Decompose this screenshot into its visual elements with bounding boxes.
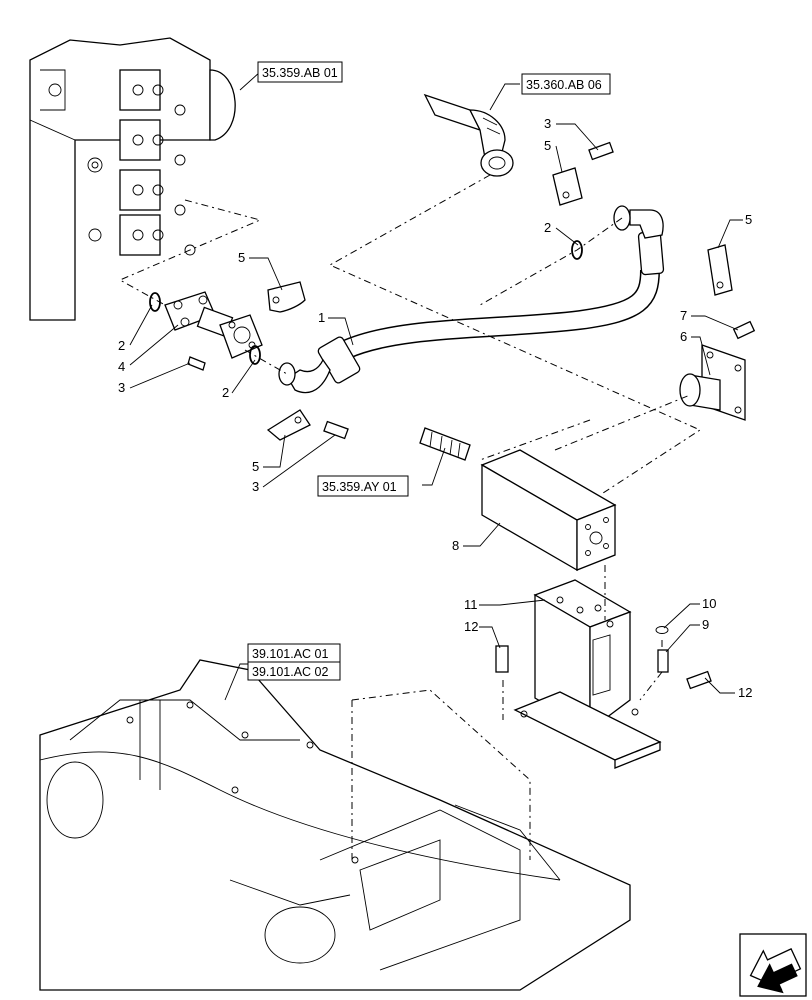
callout-6: 6 (680, 329, 687, 344)
hose-assembly (278, 205, 665, 394)
flange-adapter (164, 291, 263, 359)
callout-7: 7 (680, 308, 687, 323)
callout-2c: 2 (544, 220, 551, 235)
valve-body (480, 449, 617, 572)
callout-2b: 2 (222, 385, 229, 400)
callout-3a: 3 (118, 380, 125, 395)
callouts: 1 2 2 2 3 3 3 4 5 5 5 5 6 7 8 9 10 11 12… (118, 116, 752, 700)
callout-10: 10 (702, 596, 716, 611)
split-flange-halves (266, 167, 733, 441)
callout-1: 1 (318, 310, 325, 325)
ref-label-35-359-ab-01: 35.359.AB 01 (262, 66, 338, 80)
callout-2a: 2 (118, 338, 125, 353)
ref-label-39-101-ac-01: 39.101.AC 01 (252, 647, 328, 661)
callout-12b: 12 (738, 685, 752, 700)
callout-5a: 5 (238, 250, 245, 265)
mounting-bracket (513, 579, 662, 769)
coupling-fitting (679, 320, 756, 421)
callout-5c: 5 (544, 138, 551, 153)
navigation-arrow-icon[interactable] (739, 933, 807, 1000)
callout-12a: 12 (464, 619, 478, 634)
ref-35-360-ab-06: 35.360.AB 06 (521, 73, 611, 95)
callout-3c: 3 (544, 116, 551, 131)
ref-label-39-101-ac-02: 39.101.AC 02 (252, 665, 328, 679)
leader-lines (129, 71, 743, 701)
callout-5b: 5 (252, 459, 259, 474)
pressure-fitting (419, 427, 471, 461)
ref-39-101-ac: 39.101.AC 01 39.101.AC 02 (247, 643, 341, 681)
ref-label-35-360-ab-06: 35.360.AB 06 (526, 78, 602, 92)
ref-35-359-ay-01: 35.359.AY 01 (317, 475, 409, 497)
callout-3b: 3 (252, 479, 259, 494)
ref-label-35-359-ay-01: 35.359.AY 01 (322, 480, 397, 494)
bolts (187, 141, 614, 440)
control-valve-block (29, 37, 236, 321)
callout-11: 11 (464, 597, 478, 612)
ref-35-359-ab-01: 35.359.AB 01 (257, 61, 343, 83)
callout-8: 8 (452, 538, 459, 553)
callout-9: 9 (702, 617, 709, 632)
small-hardware (495, 626, 712, 690)
upper-hose-end (423, 93, 514, 177)
callout-5d: 5 (745, 212, 752, 227)
callout-4: 4 (118, 359, 125, 374)
assembly-lines (118, 174, 702, 860)
chassis-frame (39, 659, 631, 991)
